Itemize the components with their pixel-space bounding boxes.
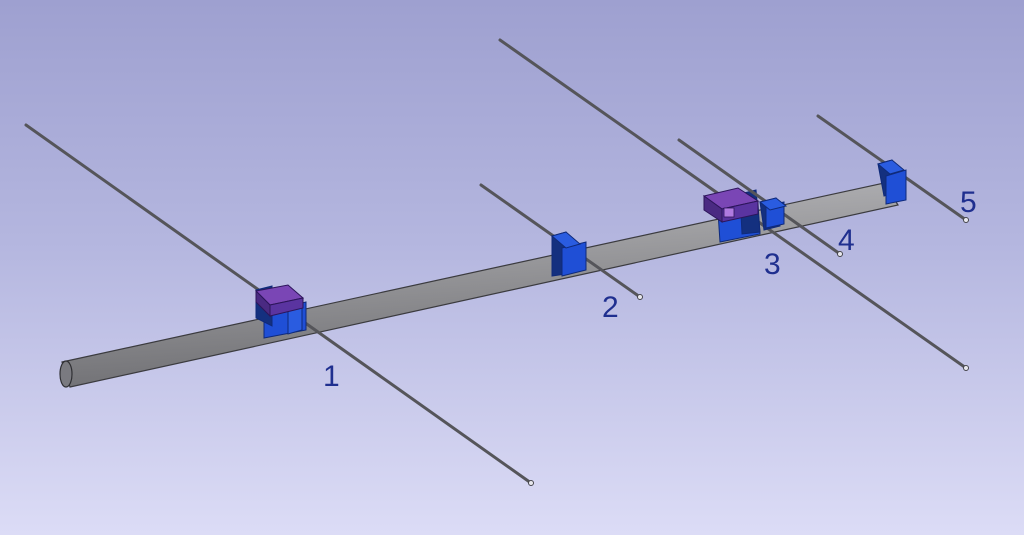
element-5-clamp <box>876 159 907 205</box>
boom-tube-open-end <box>59 360 73 388</box>
element-3-feed-block <box>702 187 760 223</box>
element-label-3: 3 <box>764 248 781 281</box>
element-1-mount-block <box>254 284 305 318</box>
element-1 <box>24 123 534 486</box>
element-label-5: 5 <box>960 186 977 219</box>
element-label-2: 2 <box>602 291 619 324</box>
element-2 <box>479 183 643 300</box>
element-4-clamp <box>758 197 788 231</box>
element-4 <box>677 138 843 257</box>
element-4-rod <box>677 138 842 256</box>
element-2-clamp <box>550 231 587 277</box>
element-label-1: 1 <box>323 360 340 393</box>
element-3 <box>498 38 969 371</box>
element-5 <box>816 114 969 223</box>
element-label-4: 4 <box>838 224 855 257</box>
